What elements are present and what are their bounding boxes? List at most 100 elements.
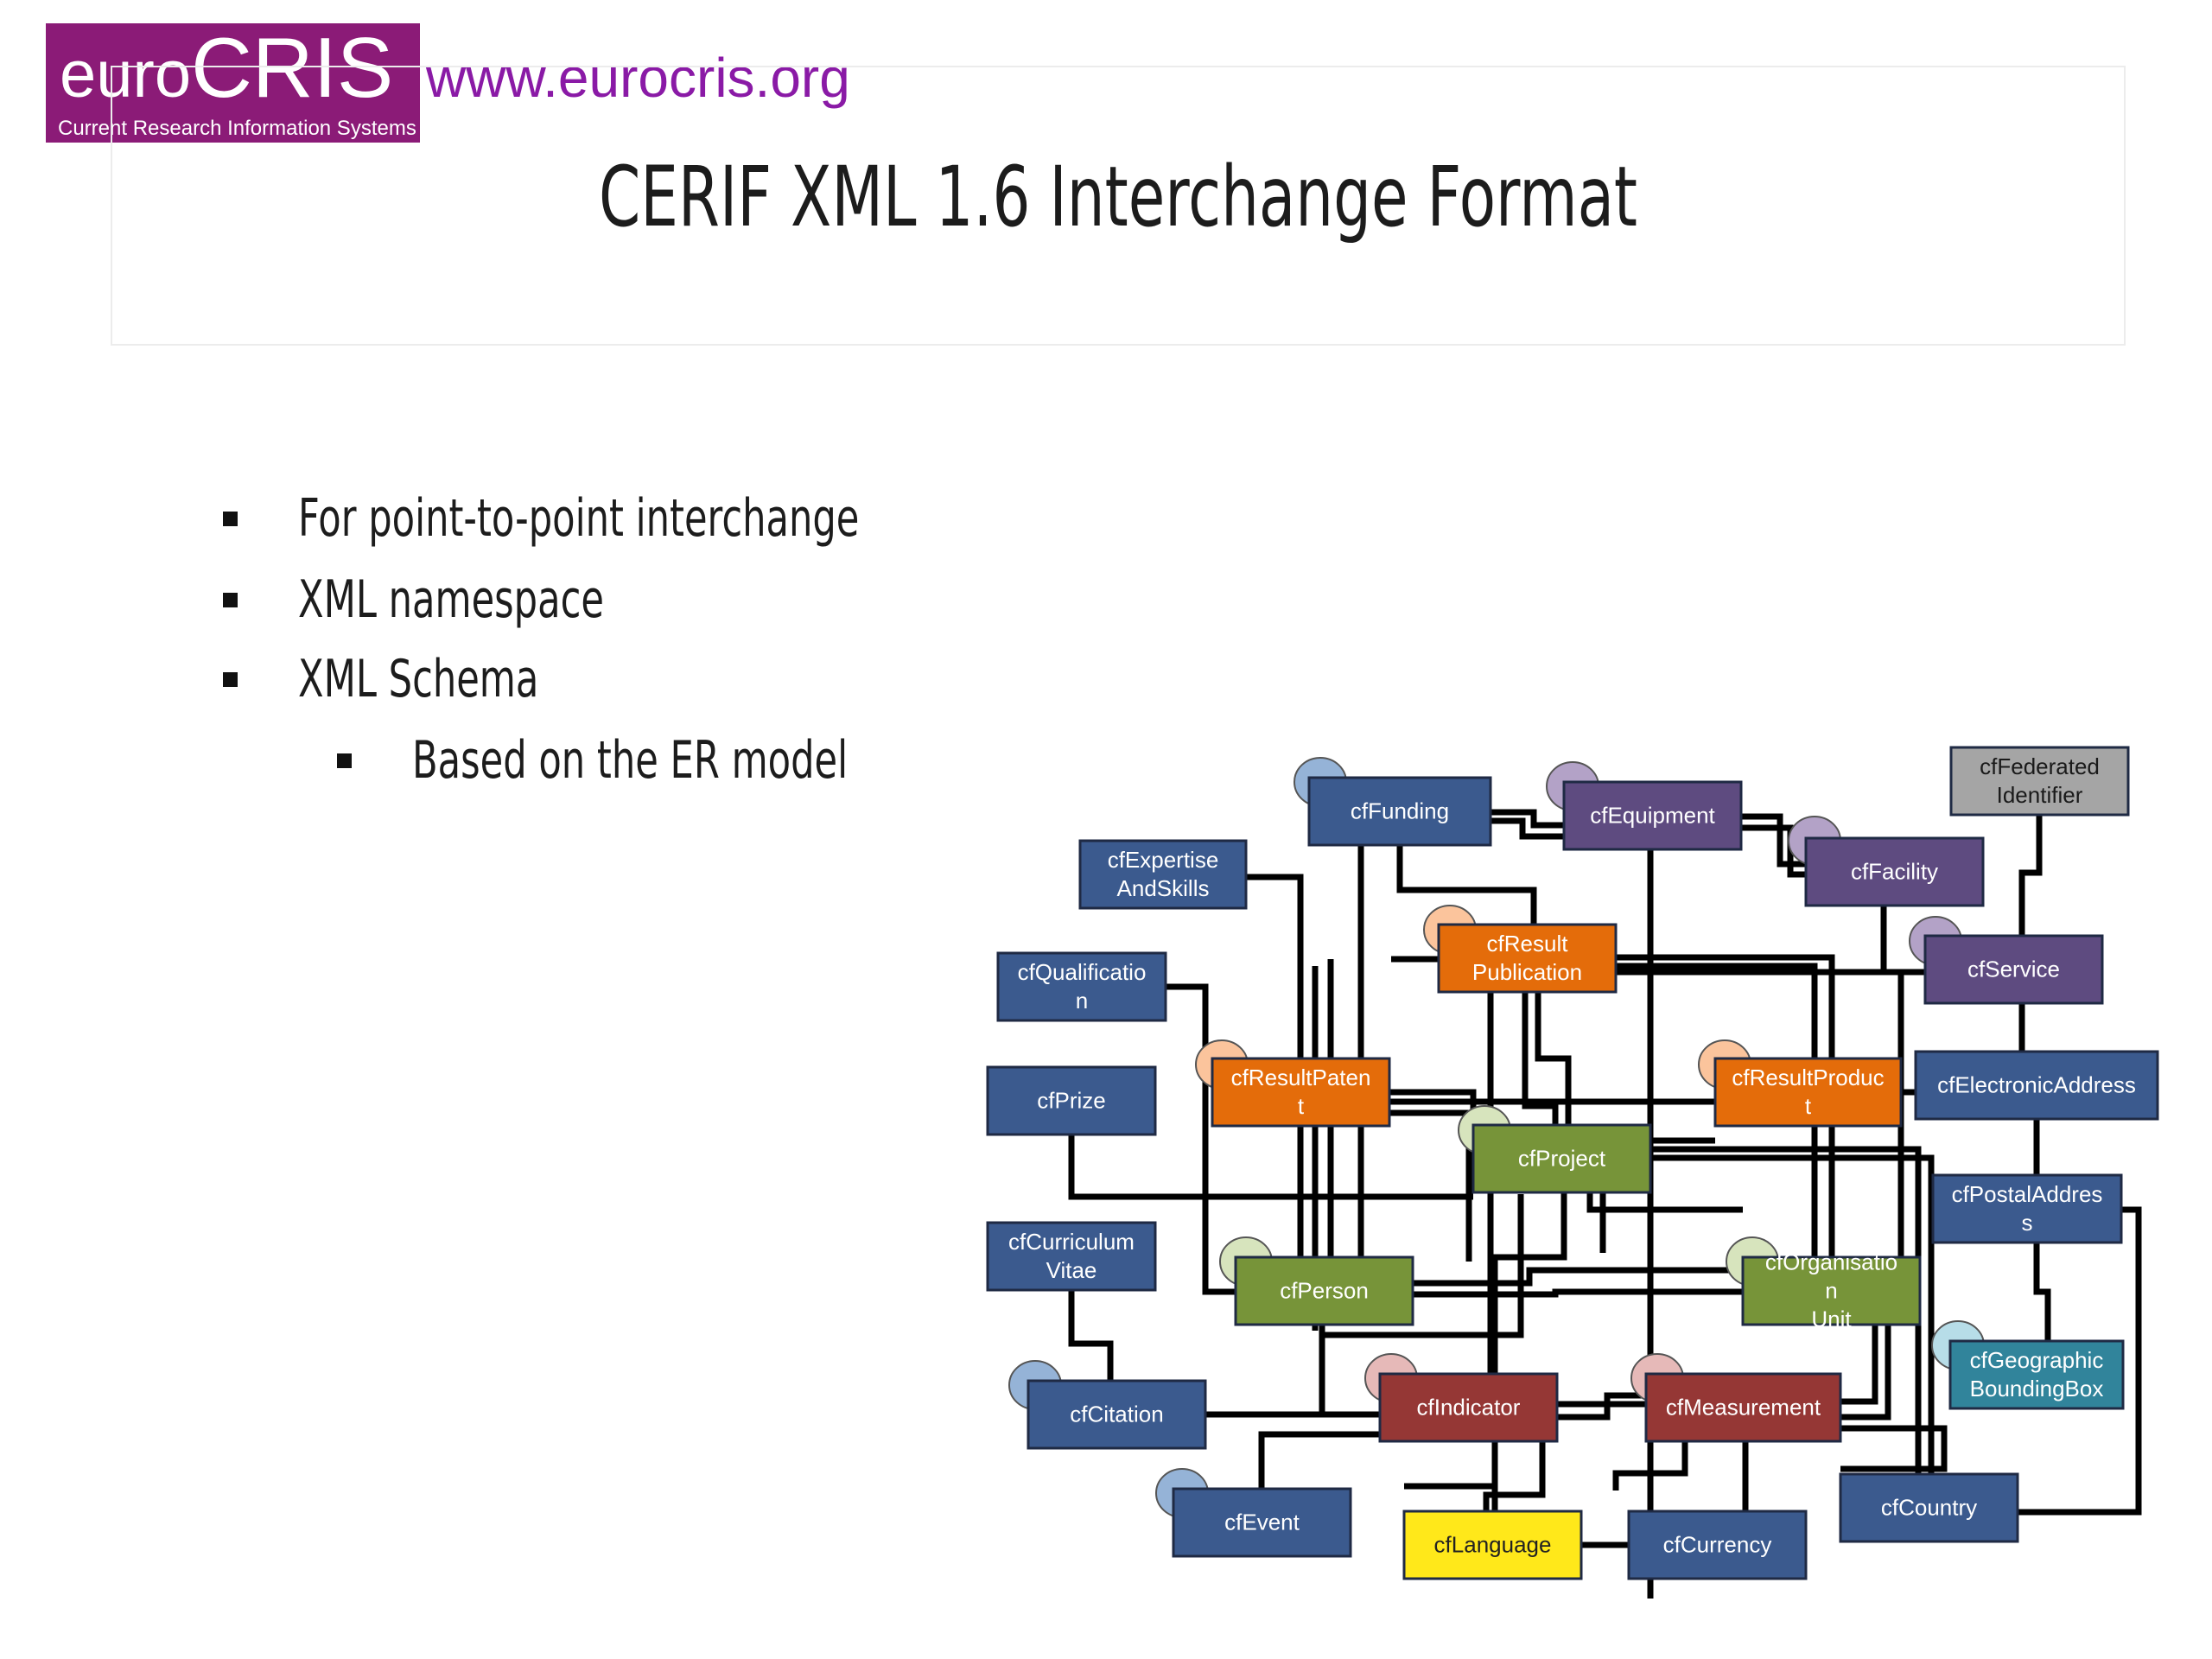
entity-person: cfPerson xyxy=(1234,1255,1414,1326)
entity-label: cfFacility xyxy=(1851,858,1938,884)
entity-currency: cfCurrency xyxy=(1627,1510,1808,1580)
entity-label: cfService xyxy=(1967,956,2060,982)
entity-box xyxy=(1402,1510,1583,1580)
connector-line xyxy=(1068,1135,1473,1200)
entity-box xyxy=(1741,1255,1922,1326)
entity-label: cfResultProduc xyxy=(1732,1065,1884,1090)
connector-line xyxy=(2033,1243,2051,1341)
connector-line xyxy=(1166,983,1236,1295)
entity-box xyxy=(1307,776,1492,847)
connector-line xyxy=(1586,1192,1743,1213)
connector-line xyxy=(1650,1146,1922,1474)
entity-label: Publication xyxy=(1472,959,1582,985)
website-url[interactable]: www.eurocris.org xyxy=(426,47,850,109)
entity-box xyxy=(1027,1379,1207,1450)
entity-box xyxy=(1713,1057,1903,1128)
entity-label: cfResultPaten xyxy=(1231,1065,1371,1090)
entity-box xyxy=(1839,1472,2019,1543)
connector-line xyxy=(1535,992,1572,1125)
connector-line xyxy=(1389,1109,1472,1262)
connector-line xyxy=(1650,1154,1935,1486)
entity-facility: cfFacility xyxy=(1804,836,1985,907)
entity-citation: cfCitation xyxy=(1027,1379,1207,1450)
entity-box xyxy=(1948,1339,2125,1410)
entity-box xyxy=(986,1065,1157,1136)
entity-box xyxy=(1923,934,2104,1005)
bullet-text: For point-to-point interchange xyxy=(298,488,860,549)
connector-line xyxy=(1522,992,1559,1125)
entity-project: cfProject xyxy=(1471,1123,1652,1194)
entity-label: Identifier xyxy=(1997,782,2083,808)
entity-label: n xyxy=(1076,988,1088,1014)
entity-label: cfCurriculum xyxy=(1008,1229,1135,1255)
entity-box xyxy=(1804,836,1985,907)
entity-label: Vitae xyxy=(1046,1257,1097,1283)
logo-tagline: Current Research Information Systems xyxy=(58,117,416,140)
entity-box xyxy=(1949,746,2130,817)
entity-label: AndSkills xyxy=(1117,875,1210,901)
entity-box xyxy=(1471,1123,1652,1194)
entity-label: cfPostalAddres xyxy=(1952,1181,2103,1207)
connector-line xyxy=(1491,809,1564,829)
entity-funding: cfFunding xyxy=(1307,776,1492,847)
entity-event: cfEvent xyxy=(1172,1487,1352,1558)
connector-line xyxy=(1258,1431,1380,1489)
entity-label: cfCurrency xyxy=(1663,1531,1772,1557)
bullet-item: XML namespace xyxy=(223,574,723,626)
entity-label: cfFunding xyxy=(1351,798,1449,823)
entity-box xyxy=(1914,1050,2159,1121)
entity-measurement: cfMeasurement xyxy=(1644,1372,1842,1443)
entity-paddress: cfPostalAddres s xyxy=(1931,1173,2123,1244)
connector-line xyxy=(1612,1441,1688,1491)
entity-label: BoundingBox xyxy=(1970,1376,2104,1402)
entity-prize: cfPrize xyxy=(986,1065,1157,1136)
connector-line xyxy=(1840,1425,1948,1472)
connector-line xyxy=(1840,1325,1878,1405)
bullet-text: XML namespace xyxy=(298,569,604,630)
title-frame xyxy=(111,66,2126,346)
eurocris-logo: euroCRIS Current Research Information Sy… xyxy=(46,23,420,143)
connector-line xyxy=(1413,1267,1743,1287)
entity-service: cfService xyxy=(1923,934,2104,1005)
entity-label: cfResult xyxy=(1487,931,1569,957)
logo-euro: euro xyxy=(60,38,192,111)
connector-line xyxy=(1483,1441,1546,1511)
entity-label: cfFederated xyxy=(1980,753,2100,779)
entity-label: n xyxy=(1825,1277,1837,1303)
entity-label: cfElectronicAddress xyxy=(1937,1071,2136,1097)
entity-label: cfCitation xyxy=(1070,1401,1163,1427)
connector-line xyxy=(1557,1392,1646,1421)
bullet-square-icon xyxy=(337,753,352,768)
entity-box xyxy=(1562,780,1743,851)
entity-label: cfPerson xyxy=(1280,1277,1369,1303)
logo-cris: CRIS xyxy=(191,20,394,115)
entity-box xyxy=(1627,1510,1808,1580)
entity-box xyxy=(1644,1372,1842,1443)
connector-line xyxy=(1404,1192,1567,1490)
connector-line xyxy=(1413,1288,1743,1298)
entity-label: s xyxy=(2022,1210,2033,1236)
entity-box xyxy=(1172,1487,1352,1558)
entity-label: cfOrganisatio xyxy=(1765,1249,1897,1274)
diagram-connectors xyxy=(1063,809,2142,1599)
entity-box xyxy=(1437,923,1618,994)
entity-label: cfPrize xyxy=(1037,1087,1105,1113)
entity-indicator: cfIndicator xyxy=(1378,1372,1559,1443)
sub-bullet-item: Based on the ER model xyxy=(337,734,1017,786)
connector-line xyxy=(1616,963,1818,1279)
connector-line xyxy=(1319,1325,1380,1418)
bullet-text: Based on the ER model xyxy=(412,730,849,791)
entity-label: cfEvent xyxy=(1224,1509,1300,1535)
entity-box xyxy=(996,951,1167,1022)
logo-wordmark: euroCRIS xyxy=(60,25,393,110)
entity-box xyxy=(1234,1255,1414,1326)
